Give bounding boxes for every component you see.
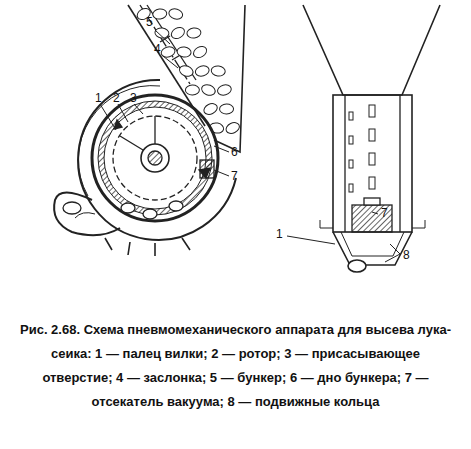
suction-slot [369, 129, 375, 141]
callout-number: 7 [231, 170, 238, 182]
seed-bulb [192, 44, 209, 60]
seed-bulb [186, 27, 201, 39]
callout-number: 3 [130, 92, 137, 104]
seed-bulb [178, 64, 195, 78]
seed-bulb [200, 83, 217, 97]
suction-slot [349, 112, 353, 120]
callout-number: 6 [231, 146, 238, 158]
seed-bulb [216, 83, 232, 96]
suction-slot [349, 160, 353, 168]
suction-slot [349, 184, 353, 192]
seed-bulb [168, 7, 184, 20]
seed-bulb [194, 64, 210, 77]
callout-number: 4 [154, 43, 161, 55]
suction-slot [369, 153, 375, 165]
seed-bulb [202, 102, 219, 117]
callout-number: 7 [381, 207, 388, 219]
seed-bulb [169, 25, 186, 41]
seed-bulb [152, 8, 167, 20]
seed-bulb [219, 104, 233, 114]
seed-bulb [211, 65, 226, 77]
callout-number: 1 [276, 228, 283, 240]
callout-number: 2 [113, 92, 120, 104]
suction-slot [349, 136, 353, 144]
callout-number: 5 [146, 16, 153, 28]
figure-caption: Рис. 2.68. Схема пневмомеханического апп… [20, 318, 451, 414]
seed-bulb [177, 46, 192, 58]
seed-bulb [160, 45, 176, 58]
suction-slot [369, 105, 375, 117]
callout-number: 8 [403, 249, 410, 261]
seed-bulb [224, 121, 241, 136]
seed-bulb [185, 85, 199, 95]
suction-slot [369, 177, 375, 189]
callout-number: 1 [95, 92, 102, 104]
